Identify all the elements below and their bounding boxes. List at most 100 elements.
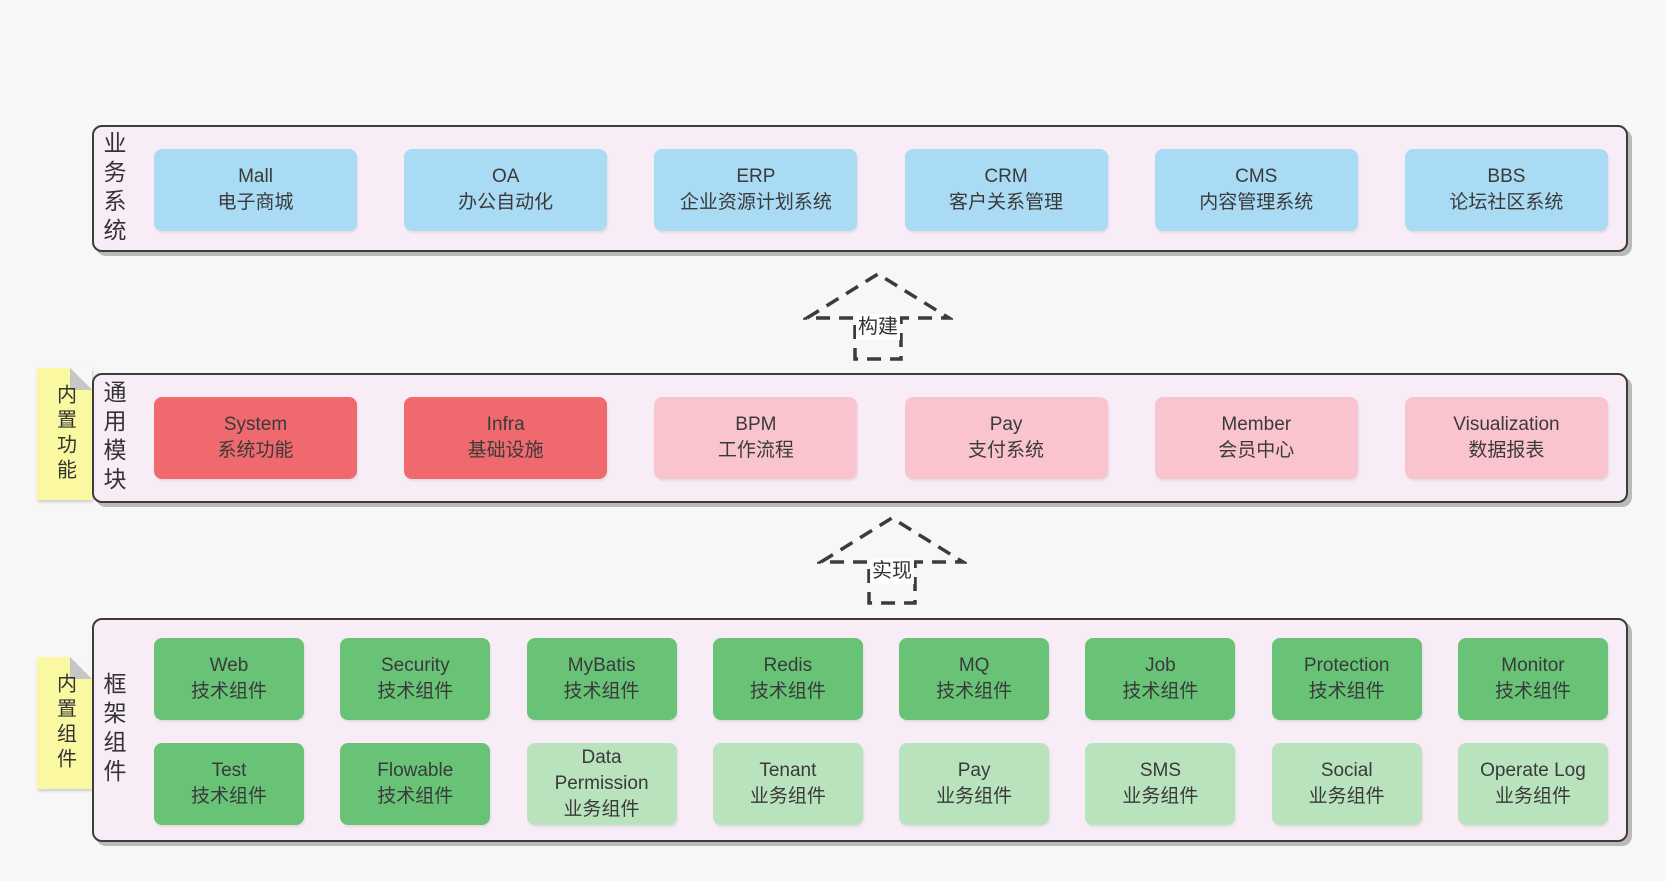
box-title: OA <box>491 165 520 187</box>
box-subtitle: 数据报表 <box>1468 440 1545 461</box>
dashed-up-arrow-icon <box>803 271 953 361</box>
business-boxes-row: Mall 电子商城 OA 办公自动化 ERP 企业资源计划系统 CRM 客户关系管理 CMS 内容… <box>154 149 1608 231</box>
sticky-label: 内置组件 <box>53 673 76 773</box>
dashed-up-arrow-icon <box>817 515 967 605</box>
box-subtitle: 技术组件 <box>377 681 454 702</box>
box-title: BPM <box>735 413 777 435</box>
box-title: CRM <box>984 165 1028 187</box>
box-subtitle: 支付系统 <box>968 440 1045 461</box>
box-title: Test <box>211 759 247 781</box>
box-oa: OA 办公自动化 <box>404 149 608 231</box>
box-erp: ERP 企业资源计划系统 <box>654 149 858 231</box>
box-subtitle: 电子商城 <box>217 192 294 213</box>
box-subtitle: 业务组件 <box>1494 786 1571 807</box>
box-subtitle: 基础设施 <box>467 440 544 461</box>
box-visualization: Visualization 数据报表 <box>1404 397 1608 479</box>
box-data-permission: Data Permission 业务组件 <box>526 743 677 825</box>
box-title: MQ <box>958 654 990 676</box>
box-infra: Infra 基础设施 <box>404 397 608 479</box>
sticky-note-builtin-components: 内置组件 <box>37 657 92 789</box>
arrow-implement-label: 实现 <box>870 558 914 584</box>
layer-framework-label: 框架组件 <box>100 672 126 788</box>
sticky-label: 内置功能 <box>53 384 76 484</box>
box-bpm: BPM 工作流程 <box>654 397 858 479</box>
box-title: Infra <box>486 413 525 435</box>
box-subtitle: 业务组件 <box>1308 786 1385 807</box>
box-subtitle: 业务组件 <box>563 799 640 821</box>
arrow-implement: 实现 <box>817 514 967 606</box>
box-protection: Protection 技术组件 <box>1271 638 1422 720</box>
box-subtitle: 企业资源计划系统 <box>679 192 832 213</box>
box-social: Social 业务组件 <box>1271 743 1422 825</box>
box-subtitle: 业务组件 <box>749 786 826 807</box>
box-title: Social <box>1320 759 1373 781</box>
box-operate-log: Operate Log 业务组件 <box>1457 743 1608 825</box>
box-title: Operate Log <box>1480 759 1586 781</box>
box-subtitle: 工作流程 <box>717 440 794 461</box>
box-mq: MQ 技术组件 <box>899 638 1050 720</box>
box-security: Security 技术组件 <box>340 638 491 720</box>
box-cms: CMS 内容管理系统 <box>1154 149 1358 231</box>
box-title: Flowable <box>377 759 454 781</box>
box-subtitle: 业务组件 <box>936 786 1013 807</box>
box-subtitle: 技术组件 <box>377 786 454 807</box>
box-title: Job <box>1145 654 1176 676</box>
box-title: Member <box>1221 413 1292 435</box>
box-test: Test 技术组件 <box>154 743 304 825</box>
layer-modules-label: 通用模块 <box>100 380 126 496</box>
box-subtitle: 技术组件 <box>190 681 267 702</box>
box-title: Data Permission <box>554 746 649 794</box>
box-subtitle: 技术组件 <box>1308 681 1385 702</box>
box-title: ERP <box>736 165 776 187</box>
box-subtitle: 系统功能 <box>217 440 294 461</box>
box-title: CMS <box>1235 165 1278 187</box>
box-subtitle: 业务组件 <box>1122 786 1199 807</box>
box-title: Redis <box>763 654 813 676</box>
box-subtitle: 技术组件 <box>1494 681 1571 702</box>
box-title: System <box>223 413 288 435</box>
box-subtitle: 客户关系管理 <box>949 192 1064 213</box>
sticky-note-builtin-features: 内置功能 <box>37 368 92 500</box>
box-mybatis: MyBatis 技术组件 <box>526 638 677 720</box>
box-title: Mall <box>238 165 273 187</box>
box-title: Tenant <box>759 759 817 781</box>
box-subtitle: 技术组件 <box>1122 681 1199 702</box>
box-tenant: Tenant 业务组件 <box>712 743 863 825</box>
box-pay: Pay 业务组件 <box>899 743 1050 825</box>
layer-common-modules: 通用模块 System 系统功能 Infra 基础设施 BPM 工作流程 Pay 支付系统 Me… <box>92 373 1628 503</box>
box-subtitle: 内容管理系统 <box>1199 192 1314 213</box>
box-title: Pay <box>957 759 991 781</box>
box-title: MyBatis <box>567 654 636 676</box>
box-title: Protection <box>1303 654 1390 676</box>
layer-business-systems: 业务系统 Mall 电子商城 OA 办公自动化 ERP 企业资源计划系统 CRM 客户关系管理… <box>92 125 1628 252</box>
box-subtitle: 技术组件 <box>936 681 1013 702</box>
box-title: Security <box>380 654 450 676</box>
folded-corner-icon <box>70 368 92 390</box>
folded-corner-icon <box>70 657 92 679</box>
layer-business-label: 业务系统 <box>100 130 126 247</box>
box-title: Pay <box>989 413 1023 435</box>
box-title: Monitor <box>1501 654 1565 676</box>
box-subtitle: 技术组件 <box>190 786 267 807</box>
box-flowable: Flowable 技术组件 <box>340 743 491 825</box>
box-crm: CRM 客户关系管理 <box>904 149 1108 231</box>
box-subtitle: 办公自动化 <box>458 192 554 213</box>
box-job: Job 技术组件 <box>1085 638 1236 720</box>
box-sms: SMS 业务组件 <box>1085 743 1236 825</box>
box-pay: Pay 支付系统 <box>904 397 1108 479</box>
box-title: Visualization <box>1453 413 1560 435</box>
box-title: Web <box>209 654 249 676</box>
layer-framework-components: 框架组件 Web 技术组件 Security 技术组件 MyBatis 技术组件 Redis… <box>92 618 1628 842</box>
box-subtitle: 技术组件 <box>563 681 640 702</box>
box-monitor: Monitor 技术组件 <box>1457 638 1608 720</box>
box-title: SMS <box>1139 759 1181 781</box>
box-web: Web 技术组件 <box>154 638 304 720</box>
box-system: System 系统功能 <box>154 397 357 479</box>
